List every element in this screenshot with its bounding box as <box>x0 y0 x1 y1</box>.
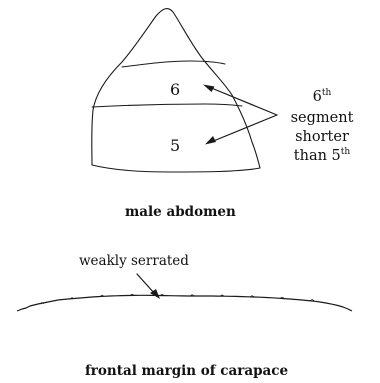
note-line-2: segment <box>287 109 357 128</box>
carapace-margin-curve <box>17 295 352 311</box>
arrowhead-segment-5 <box>205 136 216 145</box>
note-line-3: shorter <box>287 128 357 147</box>
segment-5-label: 5 <box>170 136 180 155</box>
segment-divider-upper <box>122 61 225 67</box>
segment-note: 6th segment shorter than 5th <box>287 88 357 168</box>
caption-frontal-margin: frontal margin of carapace <box>85 363 288 379</box>
label-weakly-serrated: weakly serrated <box>79 253 189 269</box>
note-number: 6 <box>313 89 322 105</box>
note-line-1: 6th <box>287 88 357 109</box>
arrowhead-segment-6 <box>203 85 215 93</box>
arrow-to-segment-6 <box>209 87 277 115</box>
note-sup-2: th <box>341 147 350 157</box>
segment-6-label: 6 <box>170 80 180 99</box>
note-sup-1: th <box>322 88 331 98</box>
note-line-4: than 5th <box>287 147 357 168</box>
segment-divider-lower <box>92 104 242 107</box>
caption-male-abdomen: male abdomen <box>125 204 236 220</box>
note-than-text: than 5 <box>294 148 341 164</box>
arrow-weakly-serrated <box>137 274 155 294</box>
